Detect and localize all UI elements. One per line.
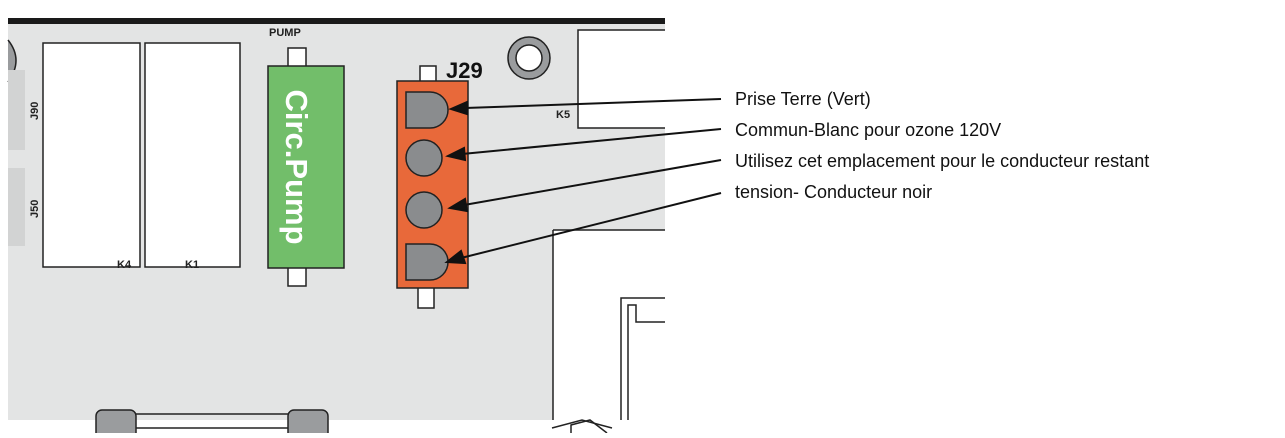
- connector-pin-4: [405, 243, 449, 281]
- leader-line-3: [463, 159, 722, 206]
- board-top-edge: [8, 18, 665, 24]
- callout-label-1: Prise Terre (Vert): [735, 89, 871, 109]
- connector-pin-3: [405, 191, 443, 229]
- leader-line-2: [461, 128, 722, 155]
- pump-top-lead: [287, 47, 307, 69]
- mounting-hole-inner: [515, 44, 543, 72]
- leader-line-1: [464, 98, 722, 109]
- leader-line-4: [460, 192, 722, 259]
- callout-label-4: tension- Conducteur noir: [735, 182, 932, 202]
- connector-pin-1: [405, 91, 449, 129]
- leader-arrow-2: [445, 146, 467, 162]
- pump-body: [267, 65, 345, 269]
- leader-arrow-3: [447, 197, 469, 213]
- relay-k5-label: K5: [556, 109, 570, 121]
- pump-bottom-lead: [287, 265, 307, 287]
- callout-leaders: [444, 98, 722, 265]
- side-label-j90: J90: [29, 102, 41, 120]
- relay-k1-label: K1: [185, 259, 199, 271]
- pump-component-label: Circ.Pump: [279, 89, 314, 244]
- leader-arrow-4: [444, 249, 467, 265]
- relay-k4-label: K4: [117, 259, 132, 271]
- callout-label-2: Commun-Blanc pour ozone 120V: [735, 120, 1001, 140]
- connector-bottom-lead: [417, 285, 435, 309]
- left-connector-j50: [8, 168, 25, 246]
- pump-header-label: PUMP: [269, 27, 301, 39]
- leader-arrow-1: [448, 100, 468, 116]
- connector-label: J29: [446, 58, 483, 83]
- relay-k5: [577, 29, 665, 129]
- side-label-j50: J50: [29, 200, 41, 218]
- left-connector-j90: [8, 70, 25, 150]
- callout-label-3: Utilisez cet emplacement pour le conduct…: [735, 151, 1149, 171]
- bottom-component: [95, 409, 329, 438]
- relay-k1: [144, 42, 241, 268]
- connector-pin-2: [405, 139, 443, 177]
- connector-key: [419, 65, 437, 82]
- relay-k4: [42, 42, 141, 268]
- right-lower-structure: [551, 297, 665, 434]
